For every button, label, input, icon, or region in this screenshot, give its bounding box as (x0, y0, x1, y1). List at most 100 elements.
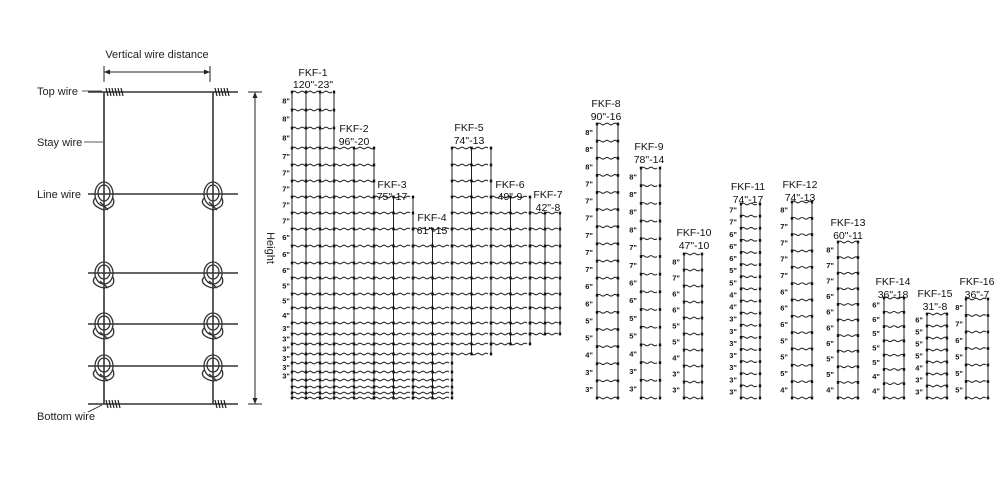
spacing-label: 5" (915, 328, 923, 337)
spacing-label: 6" (780, 320, 788, 329)
spacing-label: 8" (955, 303, 963, 312)
panel-spec: 78"-14 (634, 154, 665, 166)
spacing-label: 3" (729, 339, 737, 348)
panel-spec: 49"-9 (498, 191, 523, 203)
spacing-label: 7" (282, 169, 290, 178)
panel-name: FKF-6 (495, 179, 524, 191)
spacing-label: 5" (872, 329, 880, 338)
spacing-label: 5" (282, 297, 290, 306)
spacing-label: 4" (915, 364, 923, 373)
spacing-label: 6" (629, 279, 637, 288)
spacing-label: 4" (585, 351, 593, 360)
fence-panel-p3 (372, 195, 415, 400)
spacing-label: 3" (915, 376, 923, 385)
panel-name: FKF-7 (533, 189, 562, 201)
spacing-label: 7" (282, 152, 290, 161)
spacing-label: 5" (780, 336, 788, 345)
spacing-label: 6" (826, 323, 834, 332)
panel-spec: 31"-8 (923, 301, 948, 313)
spacing-label: 3" (729, 387, 737, 396)
panel-name: FKF-16 (959, 276, 994, 288)
spacing-label: 7" (282, 185, 290, 194)
spacing-label: 3" (585, 368, 593, 377)
spacing-label: 8" (282, 97, 290, 106)
spacing-label: 7" (629, 243, 637, 252)
spacing-label: 6" (282, 233, 290, 242)
panel-name: FKF-3 (377, 179, 406, 191)
spacing-label: 8" (585, 145, 593, 154)
spacing-label: 4" (872, 372, 880, 381)
vertical-wire-distance-label: Vertical wire distance (105, 49, 208, 61)
spacing-label: 4" (826, 386, 834, 395)
spacing-label: 5" (955, 352, 963, 361)
panel-name: FKF-13 (830, 217, 865, 229)
spacing-label: 6" (282, 250, 290, 259)
spacing-label: 3" (729, 375, 737, 384)
panel-name: FKF-11 (731, 181, 765, 193)
panel-title-p3: FKF-375"-17 (377, 179, 408, 203)
spacing-label: 5" (585, 316, 593, 325)
spacing-label: 5" (585, 334, 593, 343)
panel-spec: 74"-17 (733, 194, 764, 206)
spacing-label: 6" (585, 299, 593, 308)
spacing-label: 3" (282, 345, 290, 354)
panel-title-p9: FKF-978"-14 (634, 141, 665, 166)
spacing-label: 7" (282, 217, 290, 226)
panel-spec: 90"-16 (591, 111, 622, 123)
fence-panel-p12: 8"7"7"7"7"6"6"6"5"5"5"4" (780, 200, 814, 400)
spacing-label: 8" (629, 172, 637, 181)
spacing-label: 5" (672, 338, 680, 347)
spacing-label: 5" (629, 314, 637, 323)
spacing-label: 5" (780, 369, 788, 378)
fence-panel-p15: 6"5"5"5"4"3"3" (915, 312, 949, 400)
spacing-label: 7" (955, 319, 963, 328)
panel-spec: 36"-7 (965, 289, 990, 301)
spacing-label: 8" (282, 115, 290, 124)
spacing-label: 6" (780, 287, 788, 296)
spacing-label: 5" (915, 340, 923, 349)
spacing-label: 7" (729, 206, 737, 215)
fence-panel-p10: 8"7"6"6"5"5"4"3"3" (672, 252, 704, 400)
spacing-label: 6" (729, 254, 737, 263)
height-label: Height (264, 232, 276, 264)
spacing-label: 4" (729, 303, 737, 312)
spacing-label: 3" (629, 367, 637, 376)
spacing-label: 6" (872, 301, 880, 310)
spacing-label: 8" (585, 162, 593, 171)
spacing-label: 5" (826, 370, 834, 379)
spacing-label: 8" (282, 134, 290, 143)
spacing-label: 7" (585, 214, 593, 223)
line-wire-label: Line wire (37, 189, 81, 201)
spacing-label: 3" (282, 335, 290, 344)
spacing-label: 8" (826, 245, 834, 254)
spacing-label: 8" (780, 206, 788, 215)
spacing-label: 5" (629, 332, 637, 341)
panel-spec: 36"-18 (878, 289, 909, 301)
panel-name: FKF-2 (339, 123, 368, 135)
fence-panel-p7 (528, 211, 562, 336)
spacing-label: 6" (672, 290, 680, 299)
fence-panel-p4 (411, 227, 454, 400)
spacing-label: 8" (629, 225, 637, 234)
spacing-label: 6" (672, 306, 680, 315)
spacing-label: 3" (729, 363, 737, 372)
panel-title-p6: FKF-649"-9 (495, 179, 524, 203)
spacing-label: 3" (729, 315, 737, 324)
spacing-label: 3" (282, 324, 290, 333)
panel-name: FKF-15 (917, 288, 952, 300)
spacing-label: 3" (915, 388, 923, 397)
spacing-label: 6" (915, 316, 923, 325)
panel-spec: 74"-13 (785, 192, 816, 204)
panel-spec: 75"-17 (377, 191, 408, 203)
spacing-label: 6" (872, 315, 880, 324)
panel-spec: 47"-10 (679, 240, 710, 252)
spacing-label: 7" (672, 274, 680, 283)
spacing-label: 5" (955, 385, 963, 394)
panel-spec: 42"-8 (536, 202, 561, 214)
panel-spec: 120"-23" (293, 79, 333, 91)
spacing-label: 3" (282, 363, 290, 372)
spacing-label: 3" (282, 354, 290, 363)
